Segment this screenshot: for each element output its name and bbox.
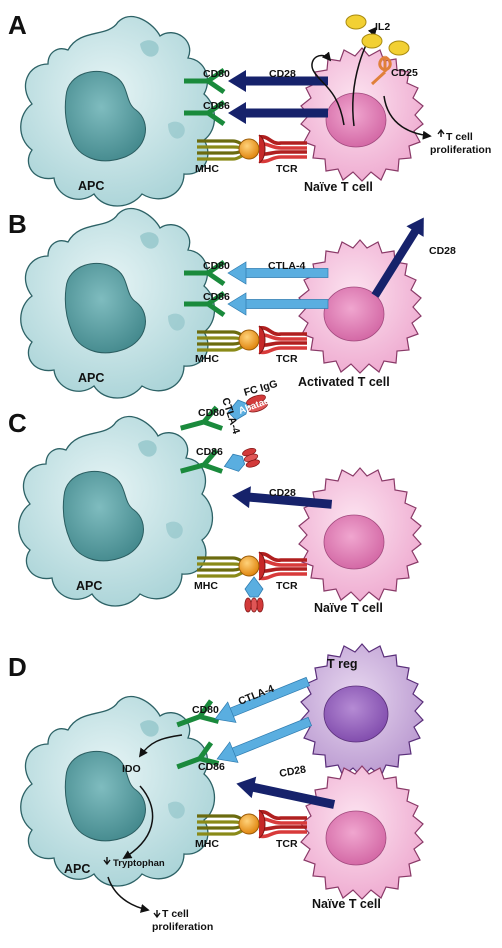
panel-c: C CD80 CD86 CTLA-4 FC IgG Abatacept CD28… [8,378,422,615]
mhc-label: MHC [195,353,219,365]
panel-b: B CD80 CD86 CTLA-4 CD28 MHC TCR APC Acti… [8,207,456,399]
cd86-label: CD86 [203,100,230,112]
cell-label: Naïve T cell [304,180,373,194]
panel-a: A CD80 CD86 CD28 MHC TCR IL2 CD25 T cel [8,10,491,207]
proliferation-label-1: T cell [446,131,473,143]
treg-cell [300,643,424,778]
apc-label: APC [78,179,104,193]
proliferation-label-2: proliferation [152,921,213,933]
tcr-label: TCR [276,580,298,592]
abatacept-free-2 [244,576,264,613]
cd25-label: CD25 [391,67,418,79]
ctla4-arrow-top [210,670,313,730]
naive-t-cell [298,467,422,602]
apc-label: APC [64,862,90,876]
panel-c-letter: C [8,408,27,438]
cell-label: Naïve T cell [314,601,383,615]
cell-label: Naïve T cell [312,897,381,911]
mhc-tcr-complex [195,550,309,582]
abatacept-bound [227,394,268,421]
cd80-label: CD80 [203,260,230,272]
activated-t-cell [298,239,422,374]
cd28-label: CD28 [269,487,296,499]
mhc-tcr-complex [195,324,309,356]
down-arrow-icon [153,910,161,919]
proliferation-arrow [107,876,150,913]
naive-t-cell [300,765,424,900]
cd25-receptor [370,55,392,86]
proliferation-arrow [383,95,432,140]
cell-label: Activated T cell [298,375,390,389]
ido-induction-arrow [138,734,183,758]
tcr-label: TCR [276,163,298,175]
panel-d-letter: D [8,652,27,682]
proliferation-label-1: T cell [162,908,189,920]
cd28-label: CD28 [269,68,296,80]
cd80-label: CD80 [198,407,225,419]
ido-label: IDO [122,763,141,775]
cd86-label: CD86 [198,761,225,773]
tryptophan-arrow [122,785,154,859]
apc-cell [18,415,214,607]
cd80-label: CD80 [192,704,219,716]
cd28-label: CD28 [278,763,307,780]
panel-d: D T reg CD80 CD86 CTLA-4 CD28 IDO Trypto… [8,643,424,933]
tcr-label: TCR [276,353,298,365]
treg-label: T reg [327,657,358,671]
tcr-label: TCR [276,838,298,850]
up-arrow-icon [437,128,445,137]
mhc-label: MHC [195,838,219,850]
mhc-tcr-complex [195,133,309,165]
tryptophan-label: Tryptophan [113,858,165,869]
abatacept-free-1 [221,446,261,476]
il2-label: IL2 [375,21,390,33]
ctla4-label: CTLA-4 [268,260,305,272]
cd86-label: CD86 [196,446,223,458]
proliferation-label-2: proliferation [430,144,491,156]
apc-label: APC [78,371,104,385]
apc-label: APC [76,579,102,593]
cd28-label: CD28 [429,245,456,257]
signal-arrow-il2 [311,51,345,126]
panel-a-letter: A [8,10,27,40]
signal-arrow-il2-up [352,26,378,127]
down-arrow-icon [103,857,111,866]
naive-t-cell [300,47,424,182]
cd80-label: CD80 [203,68,230,80]
mhc-tcr-complex [195,808,309,840]
mhc-label: MHC [194,580,218,592]
il2-molecules [345,14,410,56]
panel-b-letter: B [8,209,27,239]
cd86-label: CD86 [203,291,230,303]
mhc-label: MHC [195,163,219,175]
